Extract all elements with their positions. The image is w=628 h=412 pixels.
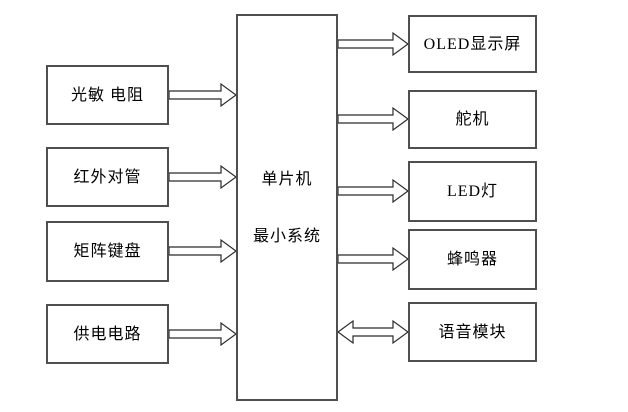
node-matrix-keypad: 矩阵键盘 [46, 221, 169, 282]
arrow-servo [337, 106, 410, 132]
arrow-photoresistor [168, 82, 238, 108]
arrow-buzzer [337, 246, 410, 272]
node-label: 光敏 电阻 [70, 86, 144, 104]
node-label: LED灯 [446, 183, 499, 200]
arrow-matrix-keypad [168, 238, 238, 264]
node-voice-module: 语音模块 [408, 302, 537, 362]
node-label: 单片机 [261, 170, 313, 188]
node-servo: 舵机 [408, 90, 537, 149]
node-label: 蜂鸣器 [446, 251, 498, 268]
arrow-oled-display [337, 31, 410, 57]
node-photoresistor: 光敏 电阻 [46, 65, 169, 125]
arrow-led-light [337, 178, 410, 204]
node-label: 舵机 [455, 111, 490, 128]
node-label: 最小系统 [252, 227, 321, 245]
node-label: OLED显示屏 [423, 35, 522, 53]
node-oled-display: OLED显示屏 [408, 15, 537, 73]
arrow-infrared-pair-tube [168, 164, 238, 190]
node-mcu-minimum-system: 单片机 最小系统 [236, 14, 338, 401]
node-label: 供电电路 [73, 325, 142, 343]
node-label: 矩阵键盘 [73, 243, 142, 260]
node-buzzer: 蜂鸣器 [408, 229, 537, 290]
node-infrared-pair-tube: 红外对管 [46, 147, 169, 207]
node-label: 语音模块 [438, 323, 507, 341]
bidirectional-arrow-voice-module [336, 319, 410, 345]
arrow-power-supply-circuit [168, 321, 238, 347]
node-led-light: LED灯 [408, 161, 537, 222]
node-power-supply-circuit: 供电电路 [46, 304, 169, 364]
node-label: 红外对管 [73, 168, 142, 186]
